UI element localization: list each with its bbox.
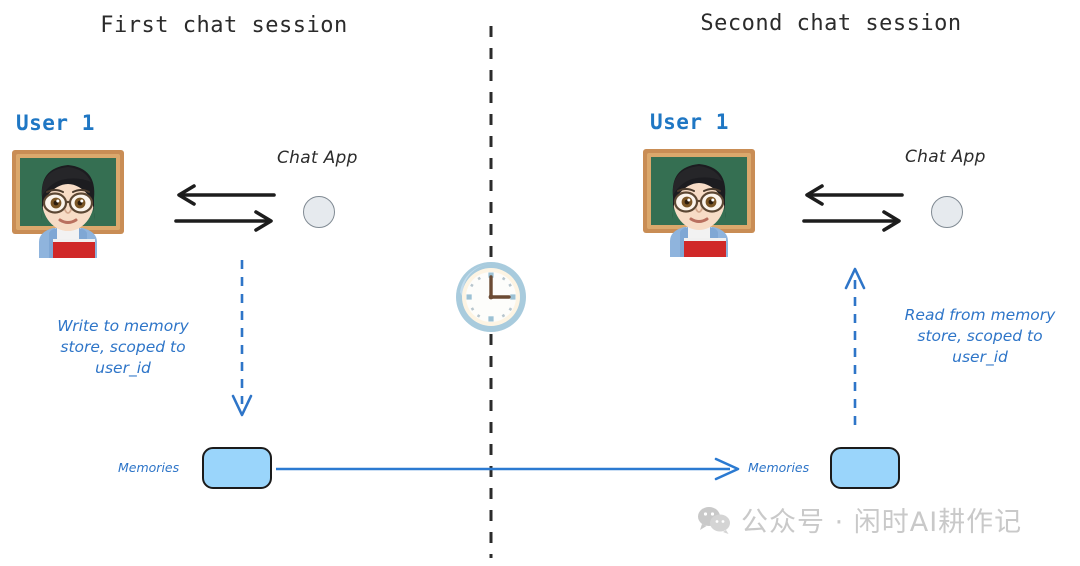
memory-persistence-arrow-right [276, 457, 740, 481]
left-user-label: User 1 [16, 111, 95, 135]
right-woman-teacher-avatar [643, 149, 755, 257]
left-woman-teacher-avatar [12, 150, 124, 258]
clock-three-oclock-icon [456, 262, 526, 332]
wechat-logo-icon [698, 506, 730, 534]
watermark: 公众号 · 闲时AI耕作记 [697, 500, 1022, 539]
left-session-title: First chat session [100, 13, 348, 38]
right-exchange-arrows [802, 184, 904, 232]
left-chat-app-circle-node[interactable] [303, 196, 335, 228]
right-memories-label: Memories [748, 460, 810, 475]
left-dashed-arrow-down [231, 260, 253, 417]
right-annotation: Read from memory store, scoped to user_i… [904, 306, 1056, 366]
left-annotation: Write to memory store, scoped to user_id [57, 317, 189, 377]
right-dashed-arrow-up [844, 267, 866, 426]
left-chat-app-label: Chat App [277, 148, 358, 168]
right-session-title: Second chat session [700, 11, 962, 36]
left-memory-store-box[interactable] [202, 447, 272, 489]
right-chat-app-label: Chat App [905, 147, 986, 167]
left-memories-label: Memories [118, 460, 180, 475]
left-exchange-arrows [174, 184, 276, 232]
right-user-label: User 1 [650, 110, 729, 134]
right-memory-store-box[interactable] [830, 447, 900, 489]
right-chat-app-circle-node[interactable] [931, 196, 963, 228]
watermark-text: 公众号 · 闲时AI耕作记 [741, 507, 1023, 538]
